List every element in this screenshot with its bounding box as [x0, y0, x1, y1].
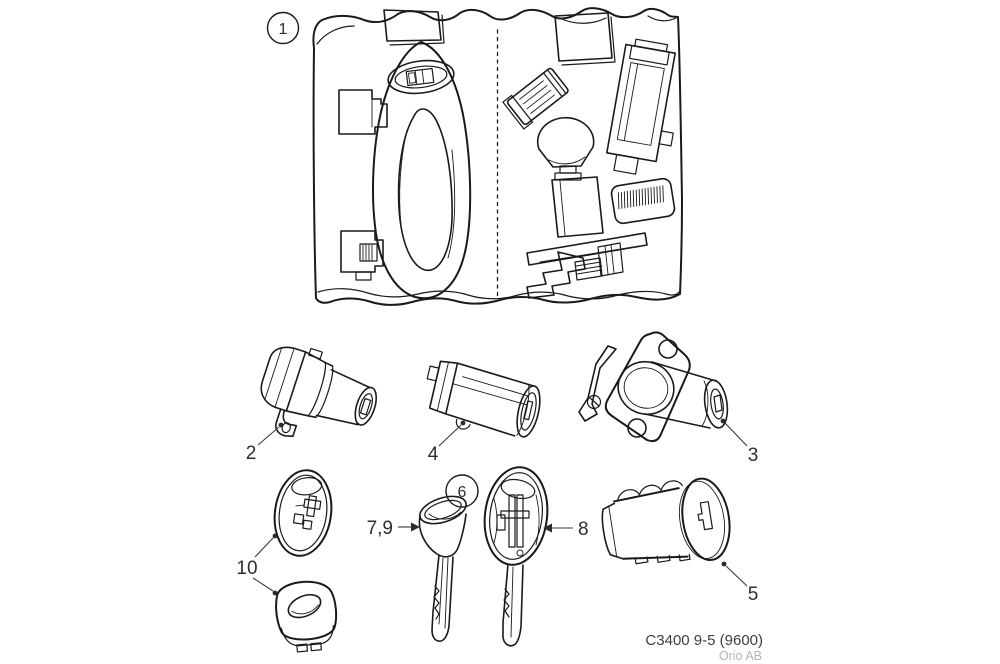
callout-8-label: 8	[578, 519, 589, 540]
callout-10-label: 10	[236, 558, 257, 579]
callout-6: 6	[445, 474, 479, 508]
kit-small-cylinder-illustration	[502, 67, 569, 130]
lock-cover-10-illustrations	[273, 469, 338, 653]
callout-10: 10	[236, 533, 278, 596]
callout-1-label: 1	[279, 21, 288, 38]
lock-cylinder-5-illustration	[601, 477, 731, 565]
bezel-cylinder-detail	[405, 67, 435, 87]
callout-4: 4	[428, 420, 466, 465]
lock-cylinder-4-illustration	[426, 360, 541, 438]
callout-3: 3	[720, 418, 759, 466]
lock-kit-package-illustration	[312, 7, 683, 306]
callout-3-label: 3	[748, 445, 759, 466]
package-flap-right	[554, 12, 616, 66]
callout-5: 5	[721, 561, 759, 605]
connector-block-lower	[340, 230, 384, 281]
lock-cylinder-3-illustration	[578, 331, 729, 443]
document-reference-code: C3400 9-5 (9600)	[645, 632, 763, 649]
callout-2-label: 2	[246, 443, 257, 464]
callout-4-label: 4	[428, 444, 439, 465]
kit-ignition-switch-illustration	[526, 116, 648, 299]
key-8-illustration	[483, 466, 549, 647]
callout-1: 1	[266, 11, 300, 45]
callout-1-circle	[266, 11, 300, 45]
kit-lock-housing-illustration	[606, 38, 676, 175]
door-handle-illustration	[372, 41, 472, 300]
callout-8: 8	[543, 519, 589, 540]
key-7-9-illustration	[418, 495, 467, 642]
lock-cylinder-2-illustration	[260, 346, 378, 437]
connector-block-upper	[338, 89, 388, 135]
callout-5-label: 5	[748, 584, 759, 605]
package-flap-left	[383, 9, 445, 46]
callout-7-9-label: 7,9	[367, 518, 393, 539]
callout-6-circle	[445, 474, 479, 508]
callout-2: 2	[246, 422, 284, 464]
callout-7-9: 7,9	[367, 518, 420, 539]
publisher-name: Orio AB	[719, 649, 762, 663]
callout-6-label: 6	[458, 484, 467, 501]
kit-striped-card-illustration	[610, 177, 676, 225]
